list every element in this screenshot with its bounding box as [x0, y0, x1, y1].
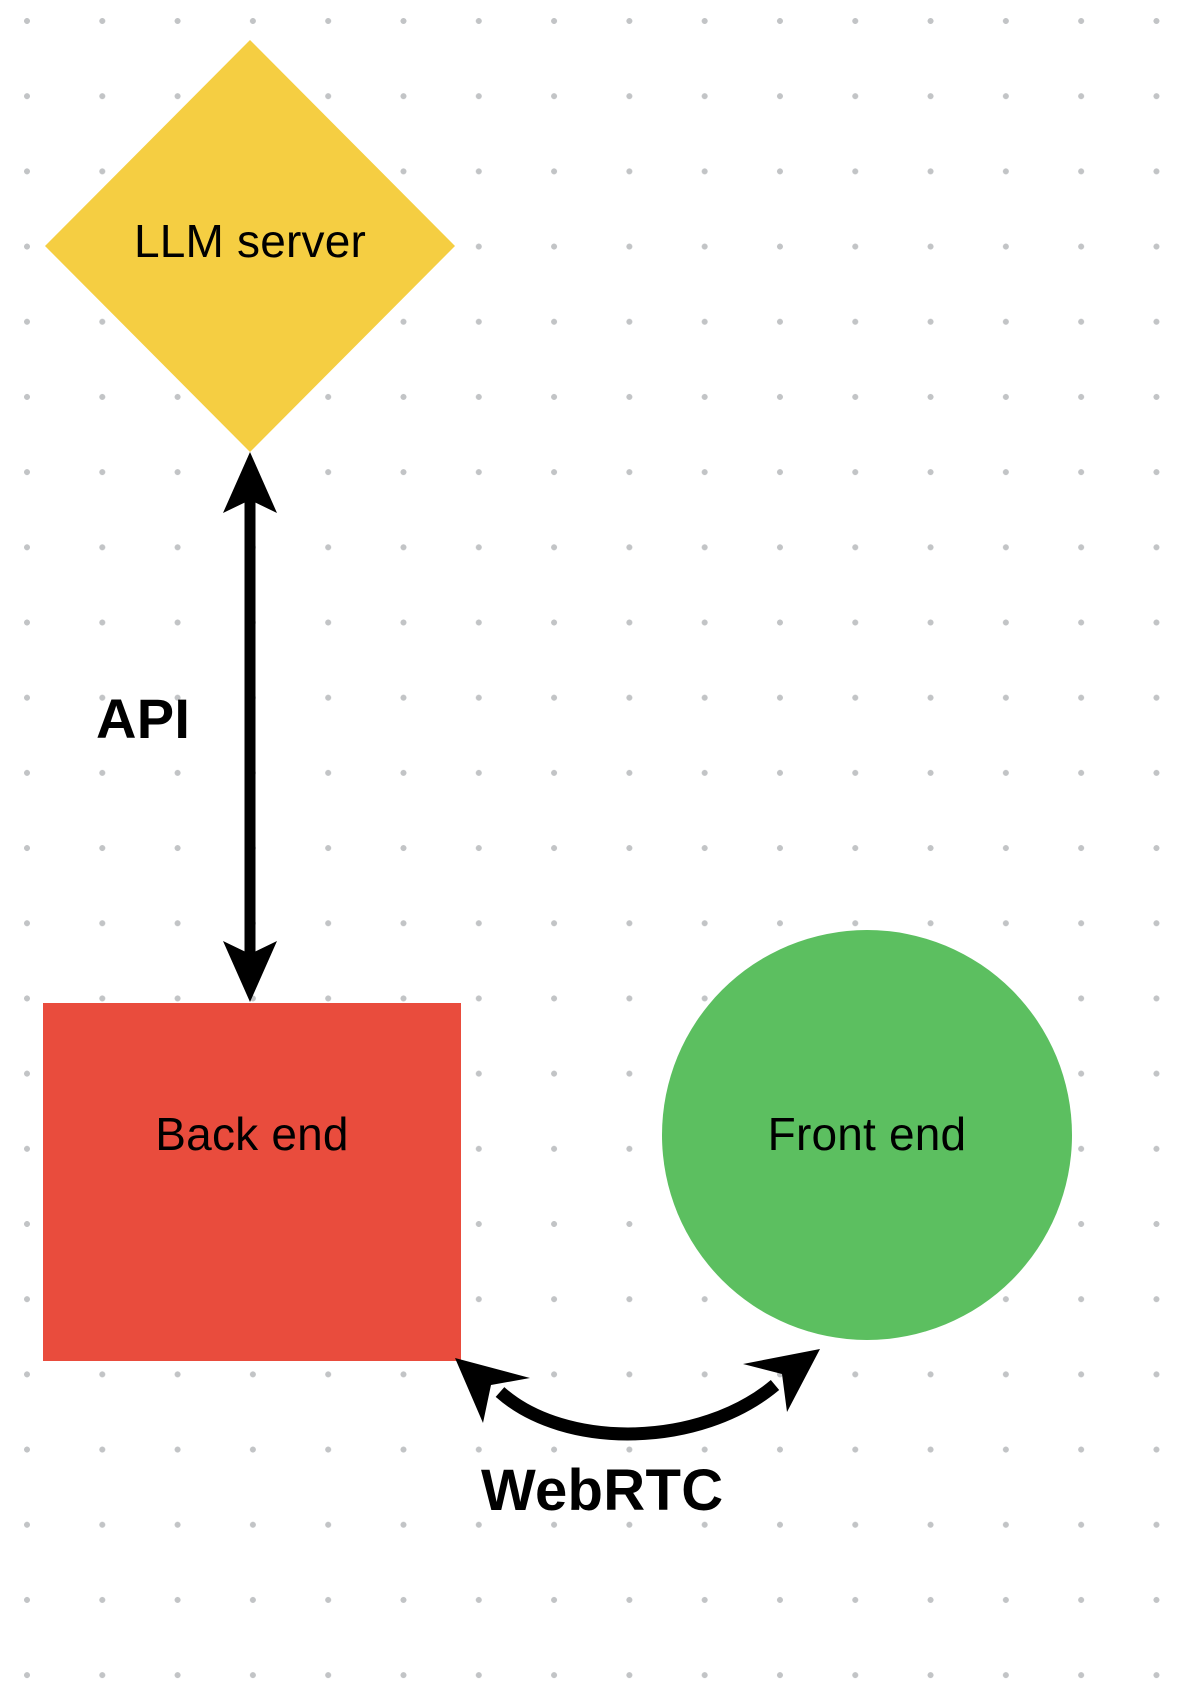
edge-api-arrow[interactable]	[223, 452, 277, 1002]
node-front-end-label: Front end	[767, 1108, 967, 1160]
node-llm-server-shape[interactable]	[45, 40, 455, 452]
node-back-end-label: Back end	[155, 1108, 349, 1160]
edge-webrtc-label: WebRTC	[481, 1458, 724, 1523]
edge-api-label: API	[96, 687, 191, 750]
node-back-end-shape[interactable]	[43, 1003, 461, 1361]
node-llm-server-label: LLM server	[133, 215, 367, 267]
node-front-end-shape[interactable]	[662, 930, 1072, 1340]
edge-webrtc-arrow[interactable]	[455, 1349, 820, 1441]
